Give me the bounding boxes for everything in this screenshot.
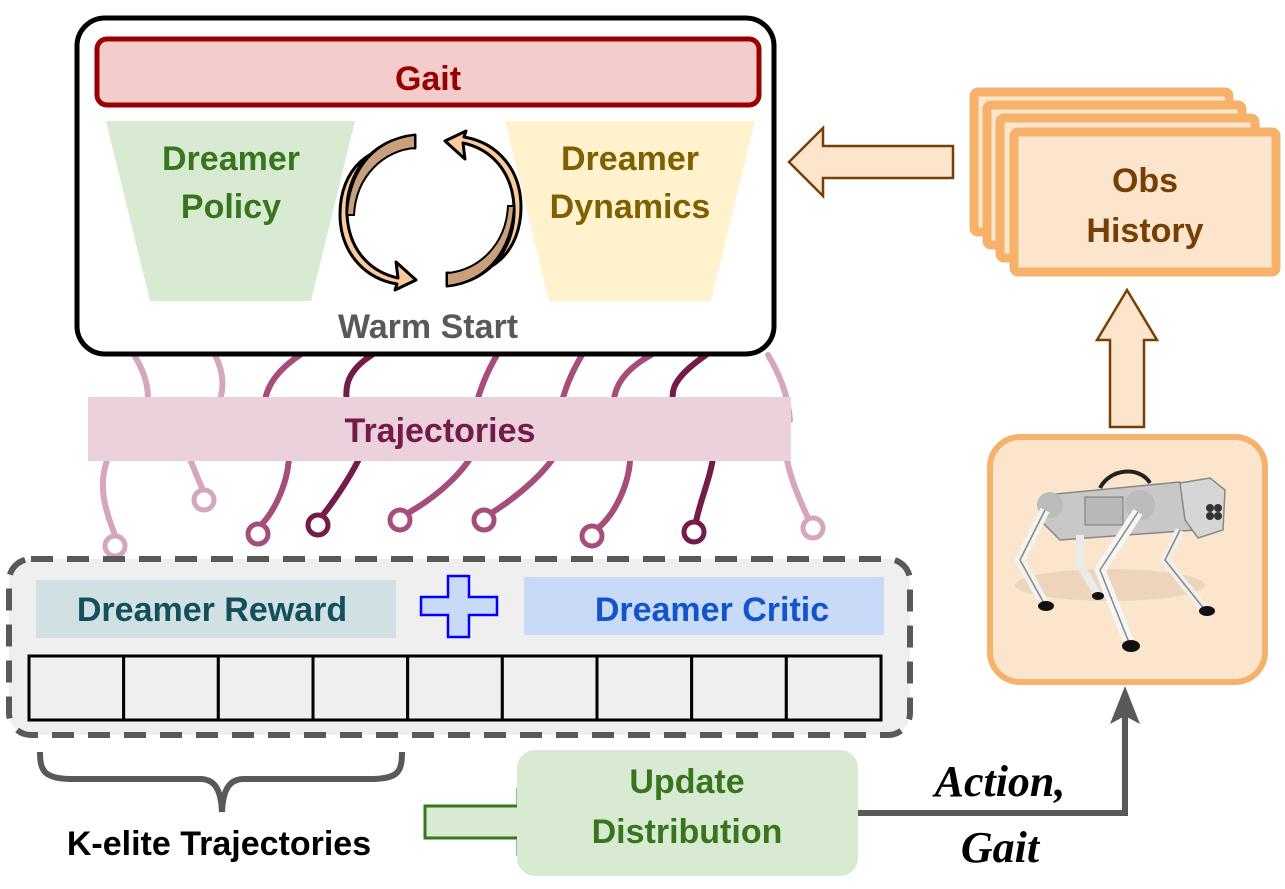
dreamer-dynamics-trapezoid	[505, 121, 755, 301]
k-elite-brace	[37, 751, 405, 813]
gait-bar-label: Gait	[395, 60, 461, 98]
dreamer-model-box: Gait Dreamer Policy Dreamer Dynamics War…	[74, 15, 777, 357]
action-arrowhead-icon	[1110, 686, 1140, 724]
trajectory-slot	[784, 654, 883, 722]
cycle-arrow-left-shade	[345, 133, 416, 216]
dreamer-reward-label: Dreamer Reward	[77, 591, 347, 629]
obs-history-label-line1: Obs	[1112, 162, 1178, 200]
gait-output-label: Gait	[961, 823, 1041, 872]
plus-icon	[419, 574, 499, 639]
dreamer-policy-trapezoid	[106, 121, 355, 301]
dreamer-dynamics-label-line1: Dreamer	[561, 140, 699, 178]
trajectory-endpoint	[387, 507, 413, 533]
trajectory-endpoint	[579, 523, 605, 549]
obs-history-stack: Obs History	[969, 87, 1281, 277]
trajectory-endpoint	[471, 507, 497, 533]
trajectories-label: Trajectories	[345, 412, 536, 450]
cycle-arrow-right-icon	[443, 129, 523, 288]
trajectory-endpoint	[681, 519, 707, 545]
gait-bar-rect	[94, 36, 762, 108]
trajectory-endpoint	[191, 487, 217, 513]
trajectory-endpoint	[305, 512, 331, 538]
update-distribution-block: Update Distribution	[517, 750, 858, 876]
trajectory-slot	[690, 654, 788, 722]
dreamer-policy-label-line2: Policy	[181, 188, 281, 226]
trajectory-slot	[122, 654, 220, 722]
k-elite-label: K-elite Trajectories	[67, 825, 371, 863]
gait-bar: Gait	[94, 36, 762, 108]
action-connector-line	[858, 700, 1128, 816]
quadruped-robot-icon	[1015, 469, 1226, 652]
action-label: Action,	[932, 757, 1066, 806]
arrow-to-obs-history-icon	[1094, 287, 1160, 429]
trajectory-slot	[595, 654, 694, 722]
obs-history-label-line2: History	[1086, 212, 1203, 250]
trajectories-band: Trajectories	[88, 397, 791, 461]
evaluation-box: Dreamer Reward Dreamer Critic	[6, 556, 913, 738]
trajectory-slot	[406, 654, 504, 722]
dreamer-critic-rect	[524, 577, 884, 635]
trajectory-endpoint	[102, 533, 128, 559]
trajectory-slots-array	[27, 654, 883, 722]
dreamer-critic-block: Dreamer Critic	[524, 577, 884, 635]
dreamer-policy-label-line1: Dreamer	[162, 140, 300, 178]
cycle-arrows-icon	[338, 129, 523, 292]
cycle-arrow-right-shade	[446, 205, 516, 288]
trajectory-endpoint	[245, 521, 271, 547]
dreamer-critic-label: Dreamer Critic	[595, 591, 829, 629]
dreamer-policy-block: Dreamer Policy	[106, 121, 355, 301]
dreamer-dynamics-block: Dreamer Dynamics	[505, 121, 755, 301]
warm-start-label: Warm Start	[338, 308, 518, 346]
trajectory-slot	[311, 654, 410, 722]
dreamer-dynamics-label-line2: Dynamics	[550, 188, 711, 226]
trajectory-slot	[27, 654, 126, 722]
trajectories-band-rect	[88, 397, 791, 461]
robot-box	[987, 434, 1268, 685]
dreamer-reward-block: Dreamer Reward	[36, 580, 396, 638]
trajectory-endpoint	[800, 515, 826, 541]
update-distribution-label-line2: Distribution	[592, 813, 783, 851]
update-distribution-rect	[517, 750, 858, 876]
dreamer-reward-rect	[36, 580, 396, 638]
cycle-arrow-left-icon	[338, 133, 418, 292]
arrow-to-dreamer-icon	[787, 124, 955, 200]
obs-history-card-front	[1009, 127, 1281, 277]
trajectory-slot	[500, 654, 599, 722]
update-distribution-label-line1: Update	[629, 763, 744, 801]
trajectory-slot	[216, 654, 315, 722]
